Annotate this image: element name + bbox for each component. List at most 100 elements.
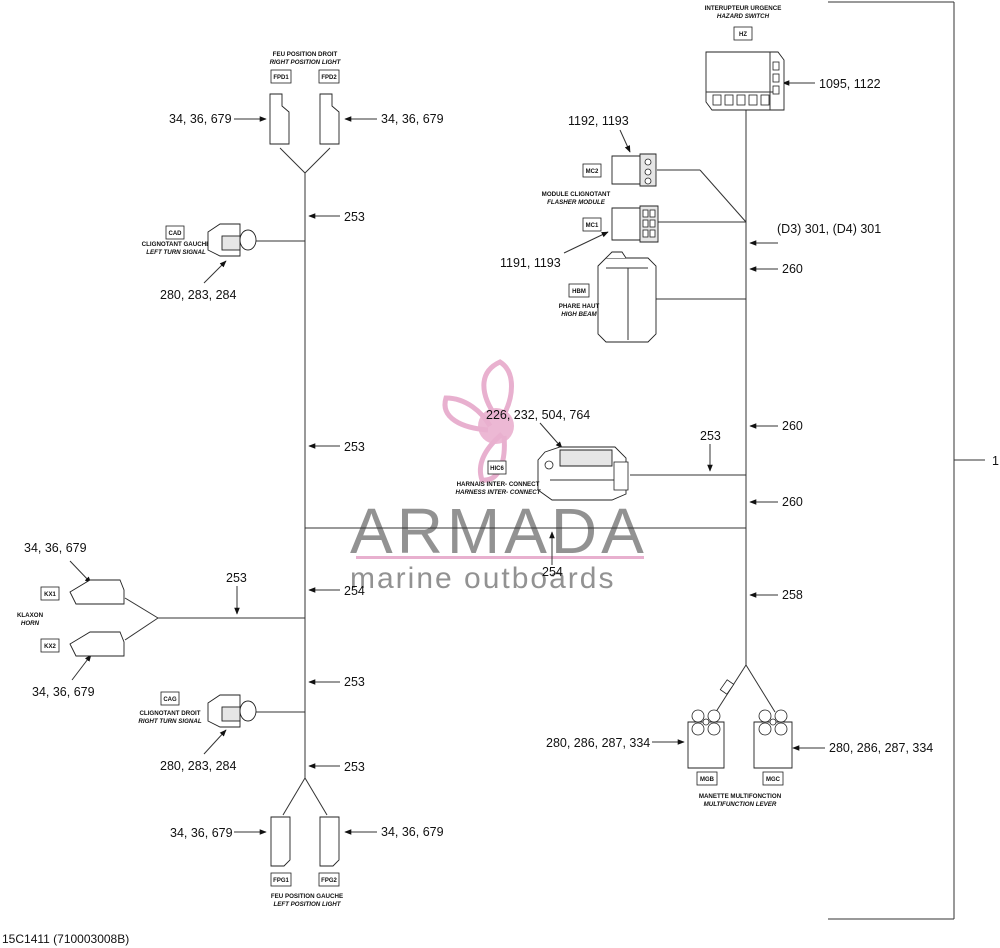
wire-ref-253-hic: 253 bbox=[700, 429, 721, 443]
frame-bracket: 1 bbox=[828, 1, 999, 920]
horn[interactable]: 34, 36, 679 KX1 KLAXON HORN KX2 34, 36, … bbox=[17, 541, 125, 699]
wire-ref-253-horn: 253 bbox=[226, 571, 247, 585]
rpl-tag-fpd1: FPD1 bbox=[273, 75, 289, 81]
flasher-module[interactable]: 1192, 1193 MC2 MODULE CLIGNOTANT FLASHER… bbox=[500, 114, 659, 270]
lts-fr: CLIGNOTANT GAUCHE bbox=[142, 241, 211, 248]
flasher-fr: MODULE CLIGNOTANT bbox=[542, 191, 611, 198]
wire-ref-260-b: 260 bbox=[782, 419, 803, 433]
high-beam-tag: HBM bbox=[572, 289, 586, 295]
wire-reference-labels: 253 253 253 254 254 253 253 (D3) 301, (D… bbox=[226, 210, 881, 774]
lts-tag-box bbox=[165, 225, 185, 240]
horn-refs-top: 34, 36, 679 bbox=[24, 541, 87, 555]
lpl-en: LEFT POSITION LIGHT bbox=[273, 901, 341, 908]
multifunction-lever[interactable]: 280, 286, 287, 334 MGB MGC MANETTE MULTI… bbox=[546, 709, 933, 808]
flasher-connector-mc1 bbox=[611, 207, 641, 241]
wire-ref-260-c: 260 bbox=[782, 495, 803, 509]
lpl-refs-left: 34, 36, 679 bbox=[170, 826, 233, 840]
wire-ref-258: 258 bbox=[782, 588, 803, 602]
wire-ref-253-b: 253 bbox=[344, 440, 365, 454]
harness-trunks bbox=[124, 78, 776, 816]
rpl-tag-fpd1-box bbox=[270, 69, 292, 84]
left-position-light[interactable]: 34, 36, 679 34, 36, 679 FPG1 FPG2 FEU PO… bbox=[170, 816, 444, 908]
rpl-connector-fpd1 bbox=[269, 93, 290, 145]
high-beam-body bbox=[597, 257, 657, 343]
watermark-brand: ARMADA bbox=[350, 495, 648, 567]
rpl-tag-fpd2-box bbox=[318, 69, 340, 84]
rts-refs: 280, 283, 284 bbox=[160, 759, 237, 773]
high-beam[interactable]: HBM PHARE HAUT HIGH BEAM bbox=[559, 251, 657, 343]
hic-fr: HARNAIS INTER- CONNECT bbox=[457, 481, 540, 488]
hazard-switch[interactable]: INTERUPTEUR URGENCE HAZARD SWITCH HZ 109… bbox=[705, 5, 881, 111]
horn-tag-kx2-box bbox=[40, 638, 60, 653]
mfl-refs-left: 280, 286, 287, 334 bbox=[546, 736, 650, 750]
right-position-light[interactable]: FEU POSITION DROIT RIGHT POSITION LIGHT … bbox=[169, 51, 444, 145]
rts-tag-box bbox=[160, 691, 180, 706]
lpl-fr: FEU POSITION GAUCHE bbox=[271, 893, 343, 900]
wire-ref-254-left: 254 bbox=[344, 584, 365, 598]
hazard-switch-tag: HZ bbox=[739, 32, 747, 38]
page-number: 1 bbox=[992, 454, 999, 468]
harness-interconnect[interactable]: 226, 232, 504, 764 HIC6 HARNAIS INTER- C… bbox=[456, 408, 629, 501]
propeller-hub bbox=[478, 408, 514, 444]
flasher-tag-mc2: MC2 bbox=[586, 169, 599, 175]
rts-fr: CLIGNOTANT DROIT bbox=[139, 710, 200, 717]
watermark-tagline: marine outboards bbox=[350, 562, 615, 595]
wire-ref-253-c: 253 bbox=[344, 675, 365, 689]
hic-tag: HIC6 bbox=[490, 466, 504, 472]
horn-connector-kx1 bbox=[69, 579, 125, 605]
lts-tag: CAD bbox=[169, 231, 183, 237]
propeller-logo-icon bbox=[442, 359, 514, 483]
wire-reference-arrows bbox=[69, 80, 825, 835]
flasher-refs-top: 1192, 1193 bbox=[568, 114, 629, 128]
mfl-en: MULTIFUNCTION LEVER bbox=[704, 801, 777, 808]
hic-tag-box bbox=[487, 460, 507, 475]
lpl-refs-right: 34, 36, 679 bbox=[381, 825, 444, 839]
rpl-refs-left: 34, 36, 679 bbox=[169, 112, 232, 126]
mfl-fr: MANETTE MULTIFONCTION bbox=[699, 793, 782, 800]
hazard-switch-refs: 1095, 1122 bbox=[819, 77, 881, 91]
mfl-tag-mgb: MGB bbox=[700, 777, 715, 783]
high-beam-en: HIGH BEAM bbox=[561, 311, 597, 318]
lpl-tag-fpg1: FPG1 bbox=[273, 878, 289, 884]
rpl-refs-right: 34, 36, 679 bbox=[381, 112, 444, 126]
lpl-connector-fpg2 bbox=[319, 816, 340, 867]
rpl-fr: FEU POSITION DROIT bbox=[273, 51, 338, 58]
lpl-tag-fpg2-box bbox=[318, 872, 340, 887]
horn-tag-kx2: KX2 bbox=[44, 644, 56, 650]
flasher-connector-mc2 bbox=[611, 155, 641, 185]
lts-en: LEFT TURN SIGNAL bbox=[146, 249, 206, 256]
rpl-en: RIGHT POSITION LIGHT bbox=[270, 59, 342, 66]
wire-ref-254-center: 254 bbox=[542, 565, 563, 579]
flasher-tag-mc1-box bbox=[582, 217, 602, 232]
hazard-switch-tag-box bbox=[733, 26, 753, 41]
rpl-tag-fpd2: FPD2 bbox=[321, 75, 337, 81]
mfl-tag-mgb-box bbox=[696, 771, 718, 786]
diagram-code: 15C1411 (710003008B) bbox=[2, 932, 129, 946]
horn-tag-kx1-box bbox=[40, 586, 60, 601]
horn-en: HORN bbox=[21, 620, 40, 627]
flasher-en: FLASHER MODULE bbox=[547, 199, 606, 206]
rts-en: RIGHT TURN SIGNAL bbox=[138, 718, 201, 725]
hazard-switch-fr: INTERUPTEUR URGENCE bbox=[705, 5, 782, 12]
right-turn-signal[interactable]: CAG CLIGNOTANT DROIT RIGHT TURN SIGNAL 2… bbox=[138, 691, 257, 773]
lpl-tag-fpg2: FPG2 bbox=[321, 878, 337, 884]
horn-fr: KLAXON bbox=[17, 612, 44, 619]
mfl-tag-mgc-box bbox=[762, 771, 784, 786]
wire-ref-260-a: 260 bbox=[782, 262, 803, 276]
high-beam-fr: PHARE HAUT bbox=[559, 303, 600, 310]
horn-tag-kx1: KX1 bbox=[44, 592, 56, 598]
inline-fuse bbox=[719, 679, 735, 695]
hazard-switch-en: HAZARD SWITCH bbox=[717, 13, 770, 20]
watermark: ARMADA marine outboards bbox=[350, 359, 648, 595]
high-beam-tag-box bbox=[568, 283, 590, 298]
wire-ref-d3-d4: (D3) 301, (D4) 301 bbox=[777, 222, 881, 236]
lpl-connector-fpg1 bbox=[270, 816, 291, 867]
left-turn-signal[interactable]: CAD CLIGNOTANT GAUCHE LEFT TURN SIGNAL 2… bbox=[142, 223, 257, 302]
horn-connector-kx2 bbox=[69, 631, 125, 657]
flasher-tag-mc2-box bbox=[582, 163, 602, 178]
rts-tag: CAG bbox=[163, 697, 177, 703]
mfl-refs-right: 280, 286, 287, 334 bbox=[829, 741, 933, 755]
wire-ref-253-d: 253 bbox=[344, 760, 365, 774]
